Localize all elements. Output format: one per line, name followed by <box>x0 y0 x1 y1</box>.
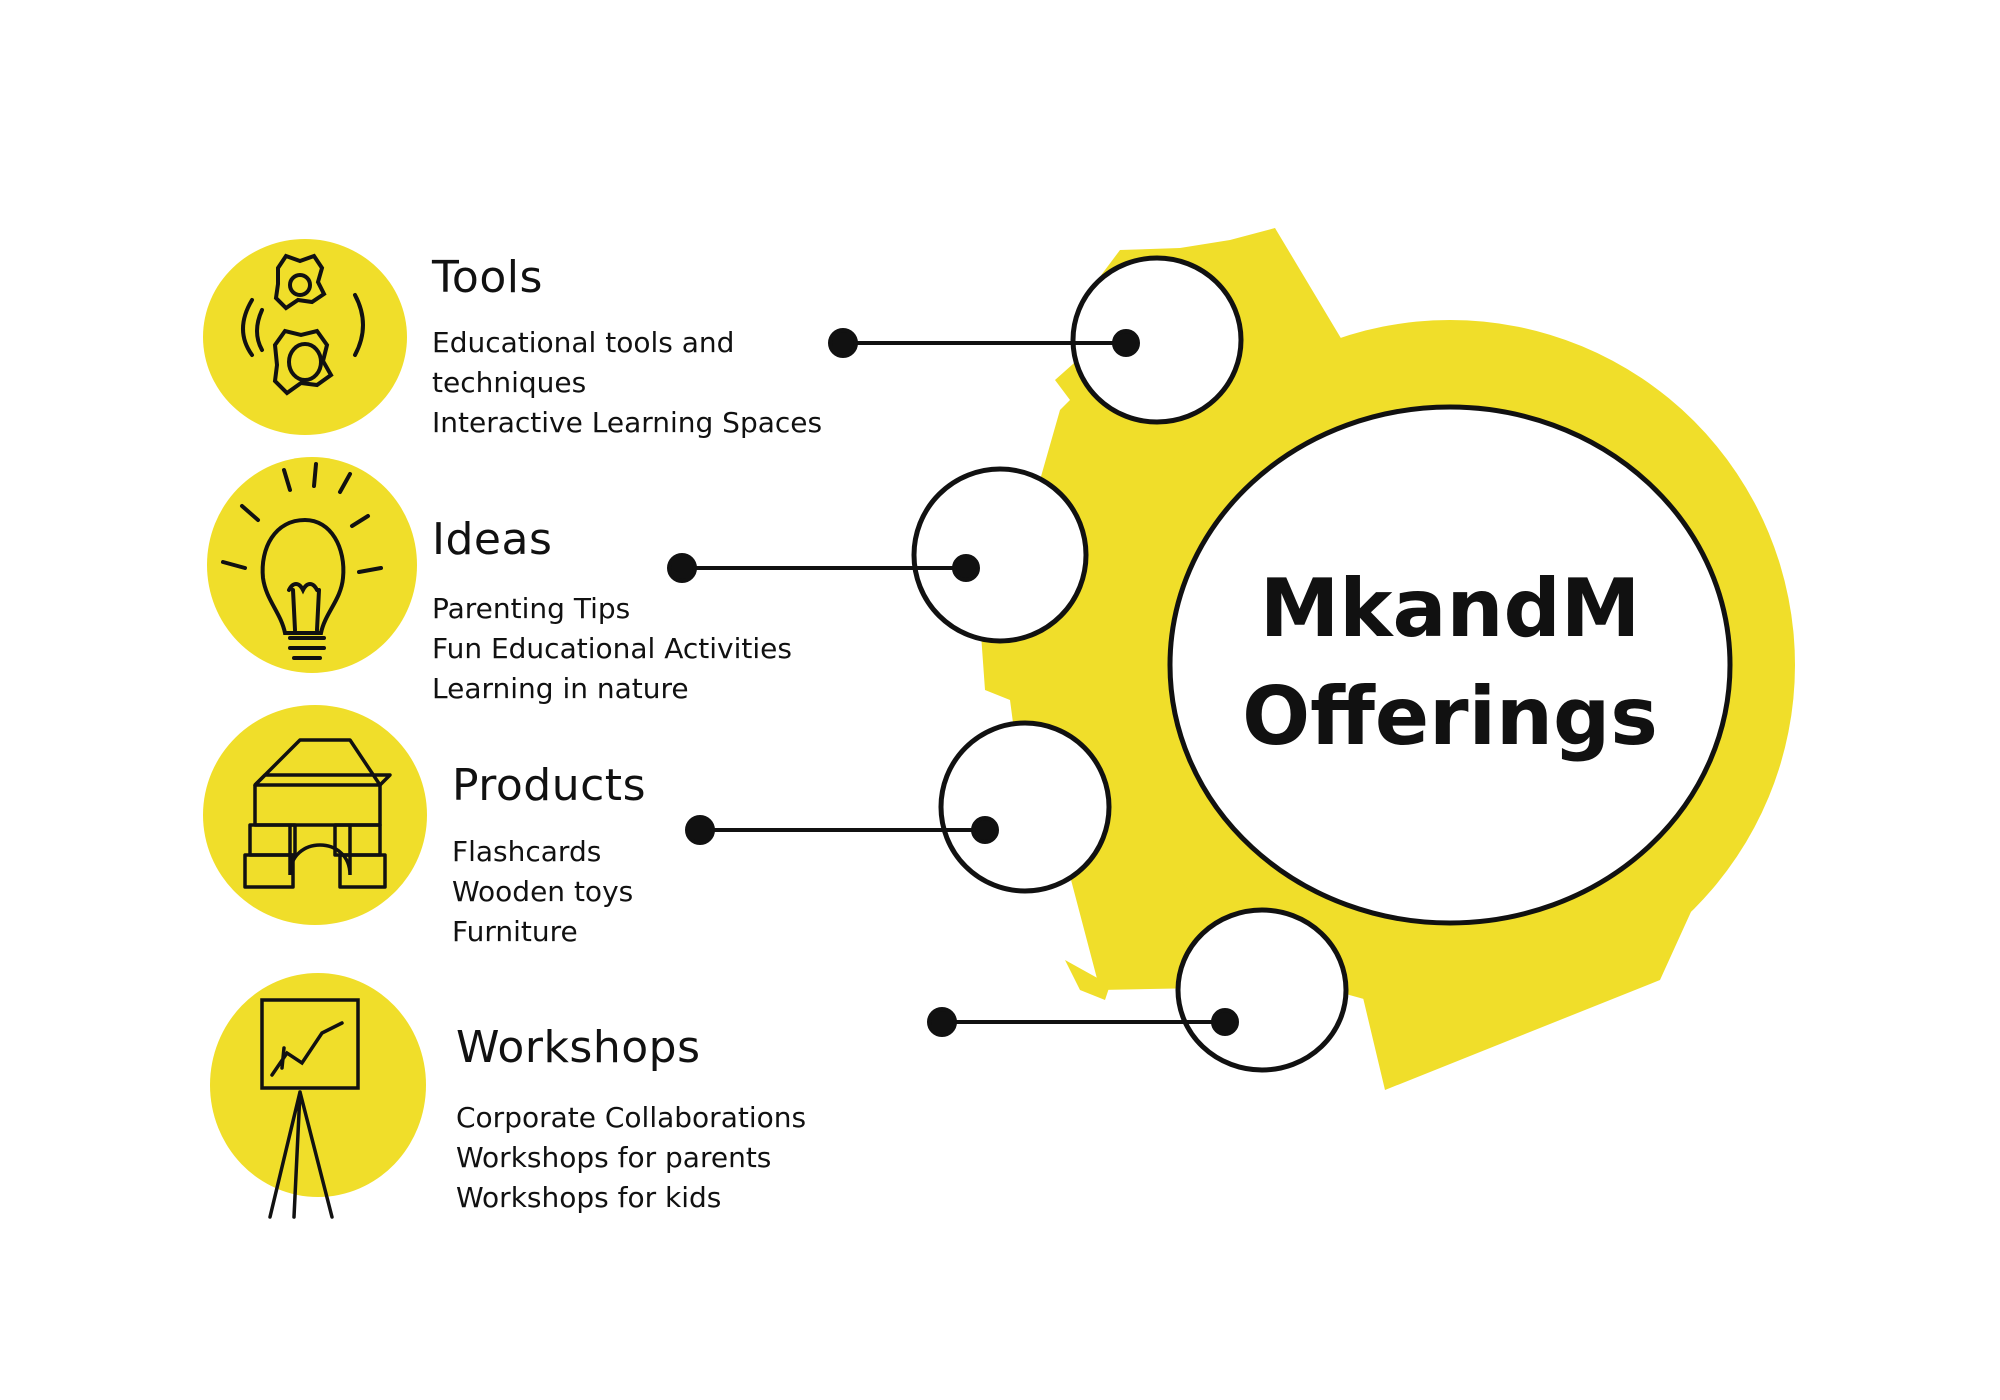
connector-dot-end-tools <box>1112 329 1140 357</box>
list-item: Wooden toys <box>452 875 634 908</box>
center-title: MkandM Offerings <box>1170 555 1730 771</box>
category-items-tools: Educational tools and techniques Interac… <box>432 323 822 443</box>
icon-blob-ideas <box>207 457 417 673</box>
list-item: Workshops for parents <box>456 1141 772 1174</box>
connector-dot-start-ideas <box>667 553 697 583</box>
list-item: Interactive Learning Spaces <box>432 406 823 439</box>
icon-blob-products <box>203 705 427 925</box>
gears-icon <box>241 253 365 396</box>
icon-blob-workshops <box>210 973 426 1197</box>
category-items-ideas: Parenting Tips Fun Educational Activitie… <box>432 589 792 709</box>
wooden-blocks-icon <box>243 738 392 889</box>
list-item: Educational tools and <box>432 326 735 359</box>
connector-circle-ideas <box>911 466 1089 644</box>
connector-circles <box>911 255 1349 1073</box>
connector-dot-end-ideas <box>952 554 980 582</box>
connector-circle-products <box>938 720 1112 894</box>
category-items-workshops: Corporate Collaborations Workshops for p… <box>456 1098 806 1218</box>
list-item: Fun Educational Activities <box>432 632 792 665</box>
connector-dot-start-tools <box>828 328 858 358</box>
easel-chart-icon <box>260 998 360 1219</box>
connector-circle-workshops <box>1175 907 1349 1073</box>
icon-blob-tools <box>203 239 407 435</box>
list-item: Parenting Tips <box>432 592 631 625</box>
category-title-tools: Tools <box>432 252 543 303</box>
connector-dot-end-products <box>971 816 999 844</box>
icon-blobs <box>203 239 427 1197</box>
list-item: Corporate Collaborations <box>456 1101 807 1134</box>
center-title-line1: MkandM <box>1259 562 1641 655</box>
connector-dot-start-products <box>685 815 715 845</box>
connector-lines <box>667 328 1239 1037</box>
list-item: Workshops for kids <box>456 1181 722 1214</box>
connector-dot-start-workshops <box>927 1007 957 1037</box>
list-item: Furniture <box>452 915 578 948</box>
center-title-line2: Offerings <box>1242 670 1658 763</box>
category-title-ideas: Ideas <box>432 514 553 565</box>
list-item: Flashcards <box>452 835 602 868</box>
lightbulb-icon <box>221 462 383 660</box>
center-circle <box>1167 404 1733 926</box>
list-item: Learning in nature <box>432 672 689 705</box>
category-title-products: Products <box>452 760 646 811</box>
connector-circle-tools <box>1070 255 1244 425</box>
connector-dot-end-workshops <box>1211 1008 1239 1036</box>
category-items-products: Flashcards Wooden toys Furniture <box>452 832 633 952</box>
category-title-workshops: Workshops <box>456 1022 701 1073</box>
list-item: techniques <box>432 366 587 399</box>
